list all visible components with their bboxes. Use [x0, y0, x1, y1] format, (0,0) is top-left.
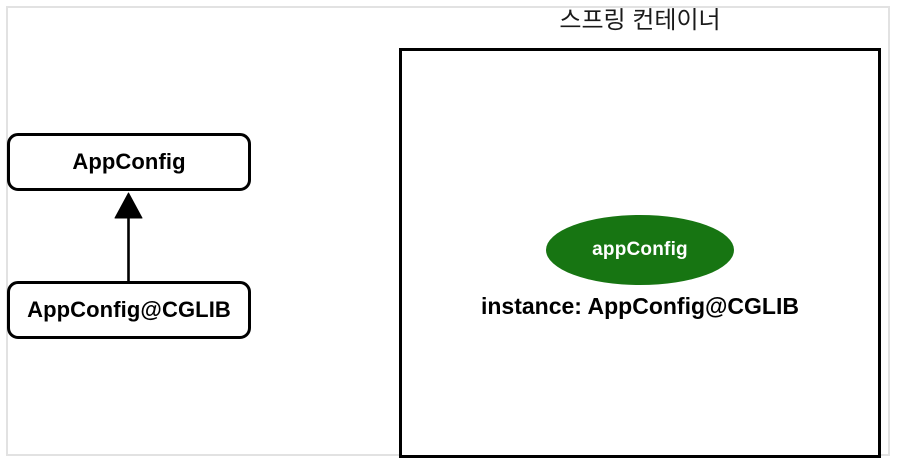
class-box-appconfig-cglib-label: AppConfig@CGLIB	[27, 297, 231, 322]
class-box-appconfig: AppConfig	[7, 133, 251, 191]
bean-name-label: appConfig	[592, 239, 688, 260]
spring-container-title: 스프링 컨테이너	[559, 7, 721, 34]
inheritance-arrow-icon	[114, 192, 143, 284]
bean-instance-label: instance: AppConfig@CGLIB	[480, 293, 799, 319]
arrow-head	[114, 192, 143, 219]
class-box-appconfig-cglib: AppConfig@CGLIB	[7, 281, 251, 339]
class-box-appconfig-label: AppConfig	[72, 149, 186, 174]
bean-ellipse-appconfig: appConfig	[546, 215, 734, 285]
